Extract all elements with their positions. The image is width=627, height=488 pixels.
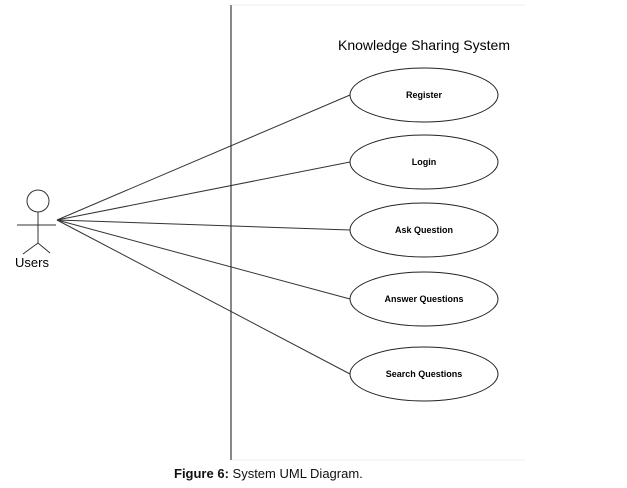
use-case-ellipse — [349, 271, 499, 327]
use-case-ellipse — [349, 202, 499, 258]
association-line — [56, 94, 351, 221]
caption-prefix: Figure 6: — [174, 466, 229, 481]
association-line — [56, 219, 351, 300]
association-line — [56, 219, 351, 231]
actor-label: Users — [15, 255, 49, 270]
association-line — [56, 161, 351, 221]
use-case-label: Register — [406, 90, 443, 100]
use-case-label: Ask Question — [395, 225, 453, 235]
use-case-label: Search Questions — [386, 369, 463, 379]
actor-head — [26, 189, 50, 213]
use-case-label: Login — [412, 157, 437, 167]
use-case-label: Answer Questions — [384, 294, 463, 304]
system-title: Knowledge Sharing System — [338, 37, 510, 53]
actor-users — [17, 189, 56, 255]
actor-leg-left — [22, 242, 39, 255]
figure-caption: Figure 6: System UML Diagram. — [174, 466, 363, 481]
actor-leg-right — [37, 242, 51, 254]
use-case-ellipse — [349, 346, 499, 402]
use-case-ellipse — [349, 134, 499, 190]
use-case-ellipse — [349, 67, 499, 123]
association-line — [56, 219, 351, 375]
caption-text: System UML Diagram. — [228, 466, 363, 481]
